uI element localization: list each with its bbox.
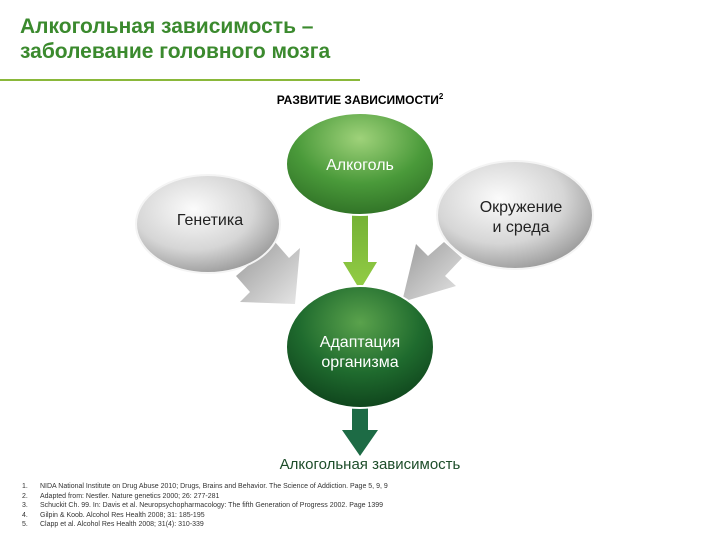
arrow-environment-to-adaptation: [402, 242, 462, 302]
environment-line-1: Окружение: [479, 199, 563, 216]
node-genetics-label: Генетика: [176, 212, 244, 229]
arrow-genetics-to-adaptation: [236, 242, 300, 304]
node-genetics: [135, 174, 281, 274]
node-adaptation-label: Адаптация организма: [290, 333, 430, 373]
node-alcohol: [285, 112, 435, 216]
reference-item: 4.Gilpin & Koob. Alcohol Res Health 2008…: [22, 511, 205, 519]
arrow-adaptation-to-dependence: [342, 400, 378, 456]
reference-item: 5.Clapp et al. Alcohol Res Health 2008; …: [22, 521, 204, 529]
node-environment: [436, 160, 594, 270]
reference-item: 2.Adapted from: Nestler. Nature genetics…: [22, 492, 220, 500]
slide-title: Алкогольная зависимость – заболевание го…: [20, 14, 580, 64]
title-line-2: заболевание головного мозга: [20, 40, 331, 63]
diagram-subtitle: РАЗВИТИЕ ЗАВИСИМОСТИ2: [0, 92, 720, 107]
references-list: 1.NIDA National Institute on Drug Abuse …: [22, 482, 682, 530]
reference-item: 3.Schuckit Ch. 99. In: Davis et al. Neur…: [22, 502, 384, 510]
arrow-alcohol-to-adaptation: [343, 190, 377, 290]
title-line-1: Алкогольная зависимость –: [20, 15, 314, 38]
environment-line-2: и среда: [492, 219, 550, 236]
reference-item: 1.NIDA National Institute on Drug Abuse …: [22, 483, 388, 490]
node-adaptation: [285, 285, 435, 409]
outcome-label: Алкогольная зависимость: [279, 456, 461, 473]
node-environment-label: Окружение и среда: [456, 198, 586, 238]
node-alcohol-label: Алкоголь: [326, 157, 394, 174]
subtitle-text: РАЗВИТИЕ ЗАВИСИМОСТИ: [276, 93, 439, 107]
subtitle-reference: 2: [438, 92, 444, 101]
title-divider: [0, 79, 360, 81]
adaptation-line-1: Адаптация: [319, 334, 401, 351]
adaptation-line-2: организма: [321, 354, 399, 371]
